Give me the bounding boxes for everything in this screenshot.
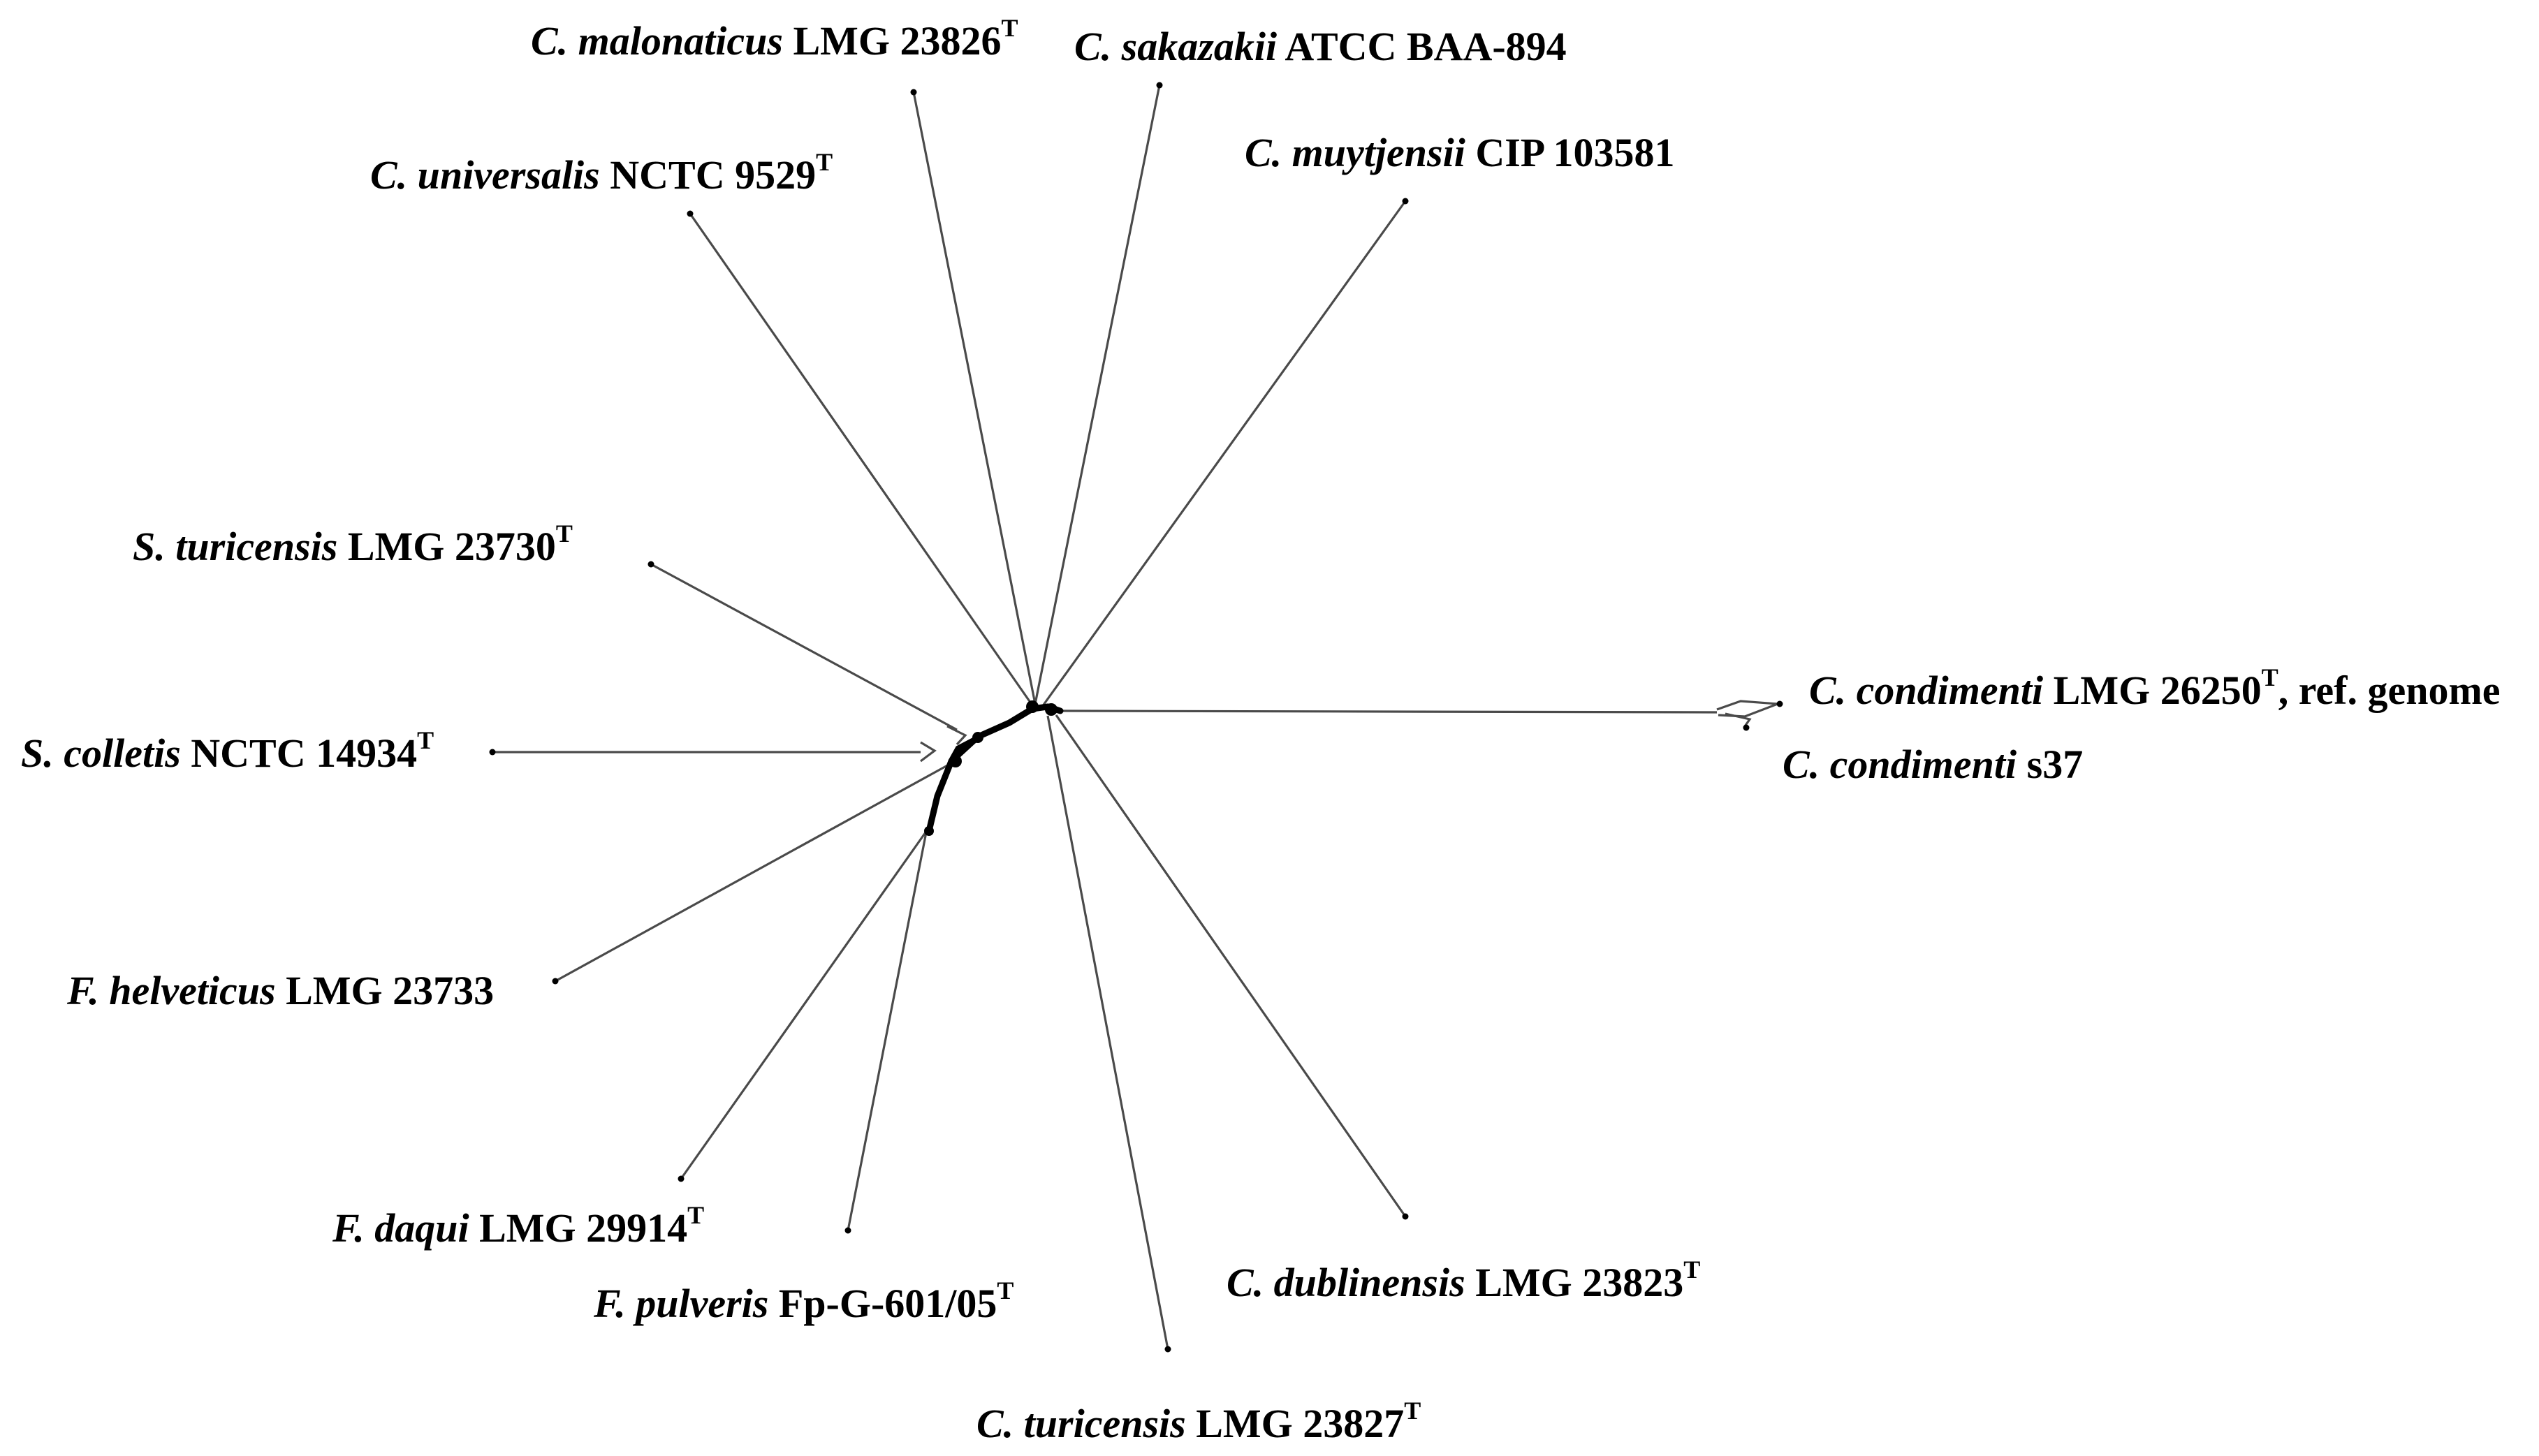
tip-c-turicensis: [1164, 1346, 1171, 1353]
label-condimenti-ref: C. condimenti LMG 26250T, ref. genome: [1809, 663, 2501, 713]
branch-sakazakii: [1034, 84, 1161, 705]
reticulation-s-turicensis: [946, 725, 967, 746]
reticulation-colletis: [920, 741, 937, 763]
network-core: [925, 703, 1064, 834]
label-pulveris: F. pulveris Fp-G-601/05T: [594, 1277, 1014, 1326]
tip-pulveris: [844, 1227, 851, 1234]
tip-sakazakii: [1156, 82, 1163, 89]
tip-helveticus: [552, 978, 559, 985]
branch-universalis: [689, 213, 1034, 706]
branch-muytjensii: [1041, 200, 1407, 707]
node: [972, 732, 983, 743]
label-s-turicensis: S. turicensis LMG 23730T: [133, 520, 573, 569]
node: [1026, 700, 1039, 713]
label-helveticus: F. helveticus LMG 23733: [67, 968, 495, 1013]
node: [1045, 703, 1058, 716]
branch-condimenti: [1054, 709, 1718, 714]
label-dublinensis: C. dublinensis LMG 23823T: [1227, 1256, 1701, 1305]
branch-daqui: [680, 827, 930, 1179]
branch-helveticus: [555, 762, 952, 983]
tip-s-turicensis: [647, 561, 654, 568]
label-sakazakii: C. sakazakii ATCC BAA-894: [1074, 24, 1567, 69]
tip-condimenti-s37: [1743, 724, 1750, 731]
branch-dublinensis: [1055, 714, 1407, 1217]
reticulation-condimenti-2: [1725, 712, 1752, 727]
label-colletis: S. colletis NCTC 14934T: [21, 726, 434, 776]
label-condimenti-s37: C. condimenti s37: [1783, 742, 2084, 787]
branch-c-turicensis: [1046, 715, 1169, 1350]
tip-daqui: [678, 1175, 685, 1182]
node: [949, 755, 962, 767]
tip-colletis: [489, 749, 496, 756]
label-c-turicensis: C. turicensis LMG 23827T: [976, 1397, 1421, 1446]
branch-s-turicensis: [650, 563, 958, 731]
tip-dublinensis: [1402, 1213, 1409, 1220]
branch-pulveris: [847, 832, 928, 1231]
node: [924, 826, 934, 836]
label-muytjensii: C. muytjensii CIP 103581: [1245, 130, 1675, 175]
label-daqui: F. daqui LMG 29914T: [332, 1201, 705, 1251]
label-malonaticus: C. malonaticus LMG 23826T: [531, 14, 1018, 64]
tip-condimenti-ref: [1776, 700, 1783, 707]
tip-muytjensii: [1402, 198, 1409, 205]
tip-malonaticus: [910, 89, 917, 96]
label-universalis: C. universalis NCTC 9529T: [370, 148, 833, 198]
tip-universalis: [687, 210, 694, 217]
branch-malonaticus: [912, 91, 1037, 705]
